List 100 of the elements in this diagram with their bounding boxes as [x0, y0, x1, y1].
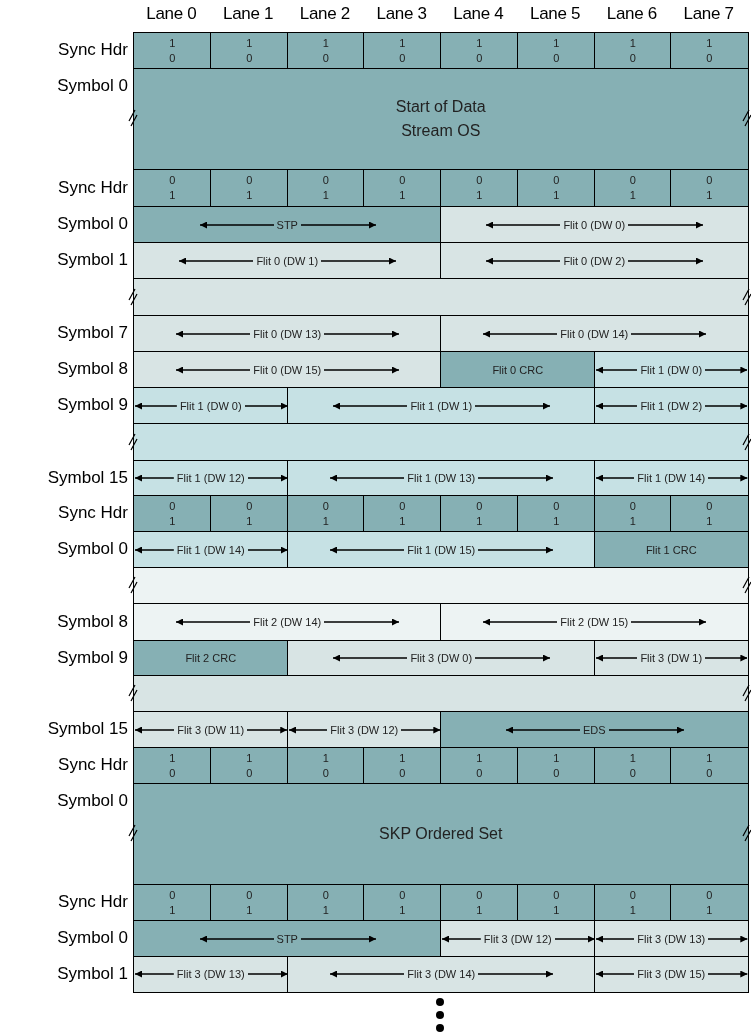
dword-block [440, 242, 749, 280]
block-label: Flit 1 (DW 13) [406, 472, 477, 485]
sync-header-block [670, 32, 749, 70]
sync-bits: 0 1 [476, 887, 483, 918]
block-label: Start of Data Stream OS [394, 97, 487, 142]
lane-heading: Lane 6 [605, 4, 658, 24]
sync-bits: 1 0 [553, 35, 560, 66]
sync-bits: 1 0 [629, 35, 636, 66]
row-heading: Symbol 15 [47, 467, 128, 489]
sync-header-block [517, 32, 596, 70]
dword-block [287, 531, 596, 569]
block-label: Flit 1 (DW 14) [636, 472, 707, 485]
dword-block [594, 460, 749, 497]
block-label: SKP Ordered Set [378, 824, 504, 845]
skipped-rows-band [133, 423, 749, 462]
row-heading: Symbol 0 [57, 790, 128, 812]
row-heading: Symbol 9 [57, 647, 128, 669]
sync-header-block [517, 495, 596, 533]
sync-header-block [517, 169, 596, 208]
block-label: STP [275, 932, 299, 945]
dword-block [594, 920, 749, 958]
sync-header-block [670, 747, 749, 785]
sync-header-block [133, 747, 212, 785]
dword-block [440, 920, 596, 958]
sync-bits: 0 1 [246, 887, 253, 918]
block-label: Flit 0 (DW 13) [252, 327, 323, 340]
dword-block [287, 460, 596, 497]
block-label: Flit 1 (DW 0) [639, 363, 704, 376]
block-label: Flit 2 CRC [184, 652, 238, 665]
sync-bits: 0 1 [246, 498, 253, 529]
ordered-set-block [133, 783, 749, 886]
block-label: STP [275, 218, 299, 231]
lane-heading: Lane 1 [222, 4, 275, 24]
sync-bits: 0 1 [476, 498, 483, 529]
sync-bits: 0 1 [553, 498, 560, 529]
sync-header-block [440, 169, 519, 208]
sync-bits: 0 1 [553, 887, 560, 918]
lane-heading: Lane 0 [145, 4, 198, 24]
row-heading: Symbol 1 [57, 249, 128, 271]
dword-block [287, 956, 596, 993]
dword-block [133, 531, 289, 569]
dword-block [594, 351, 749, 389]
block-label: Flit 1 (DW 1) [409, 399, 474, 412]
block-label: Flit 1 (DW 15) [406, 543, 477, 556]
dword-block [133, 315, 442, 353]
sync-bits: 0 1 [706, 173, 713, 204]
block-label: Flit 3 (DW 14) [406, 968, 477, 981]
block-label: Flit 0 (DW 1) [255, 254, 320, 267]
sync-header-block [133, 884, 212, 922]
row-heading: Sync Hdr [58, 502, 128, 524]
lane-heading: Lane 2 [298, 4, 351, 24]
sync-bits: 0 1 [399, 173, 406, 204]
sync-bits: 0 1 [629, 173, 636, 204]
sync-bits: 1 0 [706, 35, 713, 66]
sync-bits: 1 0 [322, 35, 329, 66]
sync-header-block [594, 747, 672, 785]
row-heading: Symbol 9 [57, 394, 128, 416]
sync-header-block [363, 495, 442, 533]
crc-block [440, 351, 596, 389]
dword-block [594, 956, 749, 993]
skipped-rows-band [133, 567, 749, 605]
sync-header-block [440, 884, 519, 922]
row-heading: Symbol 8 [57, 358, 128, 380]
sync-header-block [210, 747, 289, 785]
sync-header-block [287, 747, 365, 785]
skipped-rows-band [133, 675, 749, 713]
block-label: Flit 1 (DW 0) [178, 399, 243, 412]
block-label: Flit 3 (DW 15) [636, 968, 707, 981]
sync-bits: 0 1 [322, 173, 329, 204]
dword-block [594, 640, 749, 677]
dword-block [440, 315, 749, 353]
sync-header-block [133, 495, 212, 533]
block-label: Flit 1 (DW 12) [175, 472, 246, 485]
token-block [133, 920, 442, 958]
sync-header-block [594, 169, 672, 208]
sync-header-block [210, 32, 289, 70]
sync-bits: 1 0 [169, 750, 176, 781]
block-label: Flit 3 (DW 0) [409, 652, 474, 665]
block-label: Flit 0 (DW 2) [562, 254, 627, 267]
block-label: Flit 3 (DW 13) [636, 932, 707, 945]
sync-header-block [133, 169, 212, 208]
sync-header-block [594, 495, 672, 533]
row-heading: Symbol 0 [57, 213, 128, 235]
sync-header-block [440, 32, 519, 70]
dword-block [133, 460, 289, 497]
sync-bits: 0 1 [706, 887, 713, 918]
sync-bits: 0 1 [246, 173, 253, 204]
sync-bits: 0 1 [169, 887, 176, 918]
sync-bits: 0 1 [169, 173, 176, 204]
sync-header-block [210, 169, 289, 208]
sync-header-block [517, 747, 596, 785]
dword-block [287, 640, 596, 677]
block-label: Flit 3 (DW 1) [639, 652, 704, 665]
sync-bits: 1 0 [399, 35, 406, 66]
sync-header-block [133, 32, 212, 70]
sync-bits: 1 0 [629, 750, 636, 781]
sync-header-block [594, 32, 672, 70]
sync-bits: 0 1 [553, 173, 560, 204]
row-heading: Symbol 1 [57, 963, 128, 985]
block-label: Flit 2 (DW 15) [559, 616, 630, 629]
